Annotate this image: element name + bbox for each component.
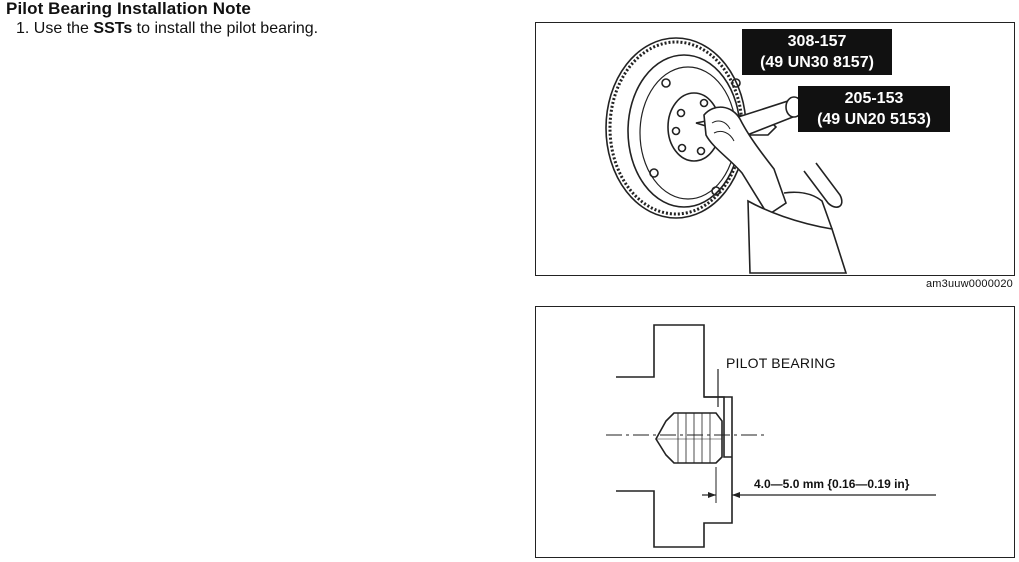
callout-sst-308-157: 308-157 (49 UN30 8157) [742, 29, 892, 75]
step-text-after: to install the pilot bearing. [136, 20, 319, 37]
pilot-bearing-label: PILOT BEARING [726, 355, 836, 371]
dimension-label: 4.0—5.0 mm {0.16—0.19 in} [754, 477, 910, 491]
step-text-before: Use the [33, 20, 89, 37]
callout-1-line-1: 308-157 [787, 33, 847, 50]
flywheel-illustration [605, 37, 848, 274]
pilot-bearing-section-drawing [606, 324, 936, 548]
bolt-hole [696, 146, 706, 156]
instruction-step: 1. Use the SSTs to install the pilot bea… [16, 20, 318, 38]
callout-1-line-2: (49 UN30 8157) [760, 54, 874, 71]
mount-hole [661, 78, 671, 88]
bolt-hole [671, 126, 681, 136]
bolt-hole [699, 98, 709, 108]
mount-hole [711, 186, 721, 196]
figure-pilot-bearing-section: PILOT BEARING 4.0—5.0 mm {0.16—0.19 in} [535, 306, 1015, 558]
bolt-hole [677, 143, 687, 153]
crankshaft-flange [616, 324, 733, 548]
callout-sst-205-153: 205-153 (49 UN20 5153) [798, 86, 950, 132]
hand-left [703, 106, 787, 217]
arm-right [747, 199, 848, 274]
callout-2-line-1: 205-153 [844, 90, 904, 107]
page-title: Pilot Bearing Installation Note [6, 0, 251, 18]
pilot-bearing [655, 412, 723, 464]
figure-sst-installation: 308-157 (49 UN30 8157) 205-153 (49 UN20 … [535, 22, 1015, 276]
dimension-arrow-right [732, 492, 740, 498]
step-emphasis: SSTs [93, 20, 133, 37]
callout-2-line-2: (49 UN20 5153) [817, 111, 931, 128]
dimension-arrow-left [708, 492, 716, 498]
step-number: 1. [16, 20, 30, 37]
mount-hole [649, 168, 659, 178]
figure-id: am3uuw0000020 [925, 278, 1013, 290]
bolt-hole [676, 108, 686, 118]
mount-hole [731, 78, 741, 88]
